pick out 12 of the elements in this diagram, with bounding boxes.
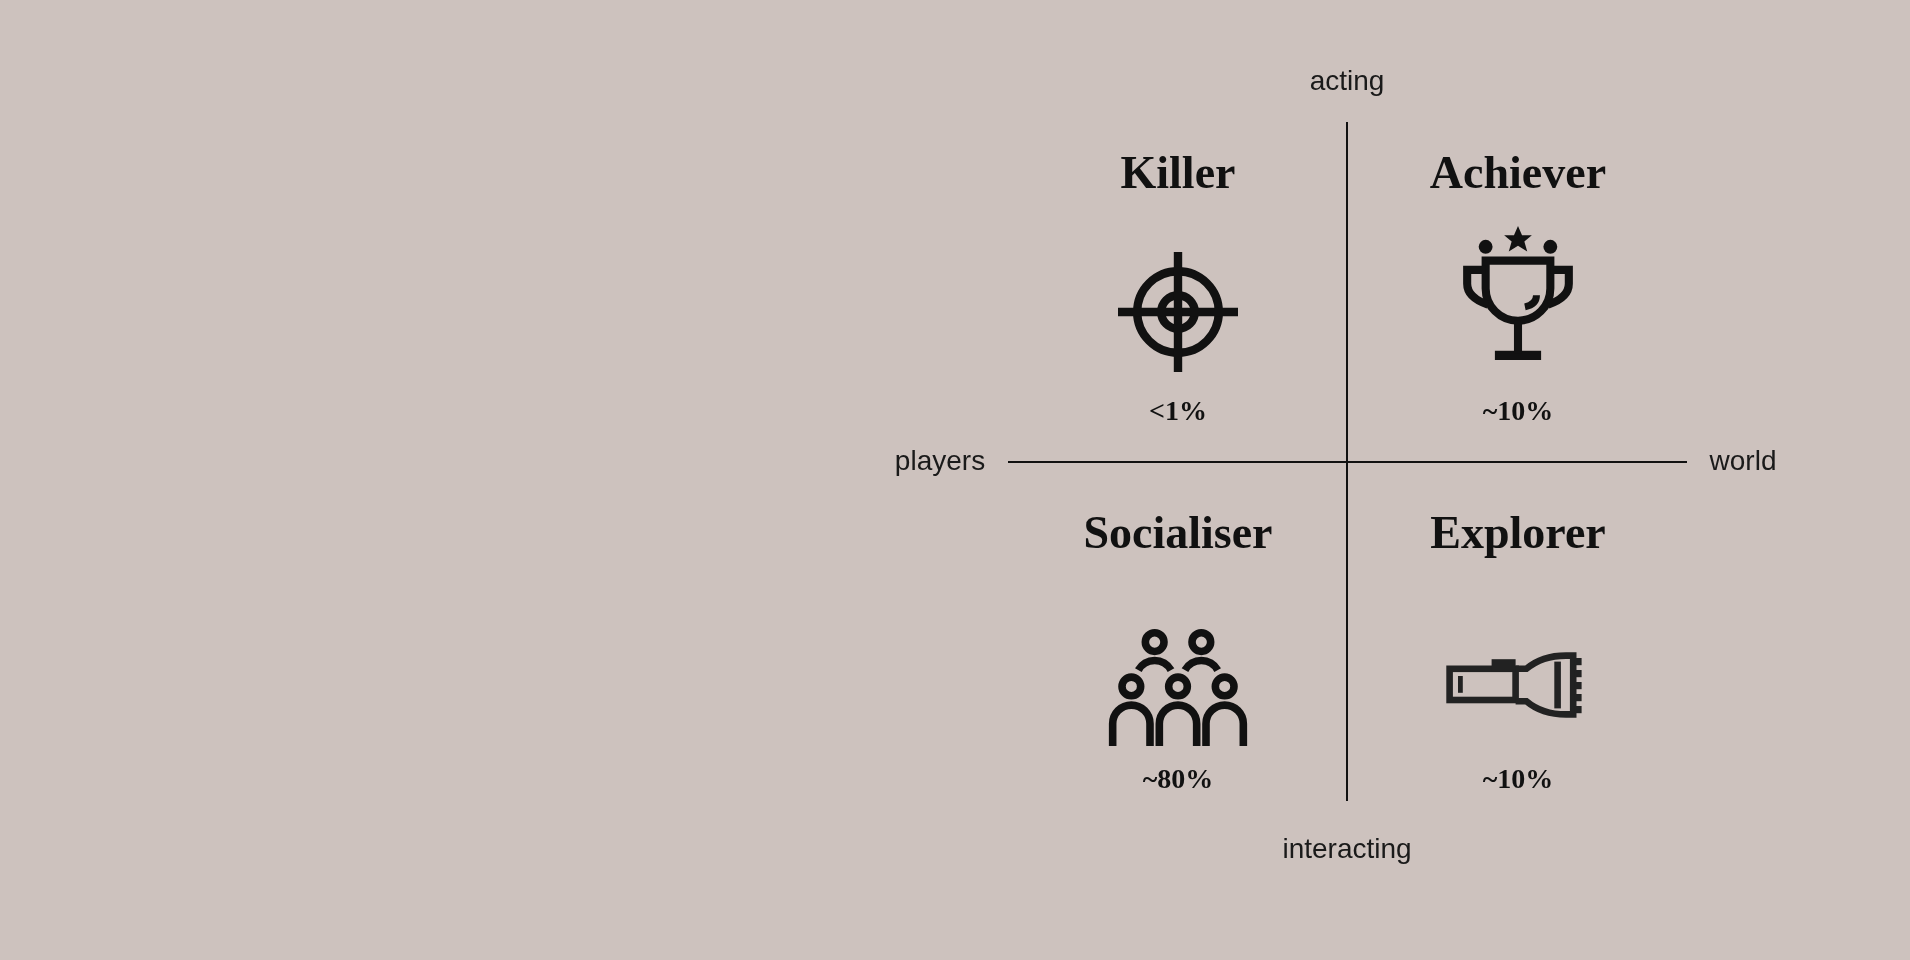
percentage-label: ~10% [1482, 764, 1554, 795]
player-type-title: Explorer [1430, 508, 1606, 559]
axis-label: acting [1309, 65, 1385, 97]
axis-label: players [894, 445, 986, 477]
axis-label: interacting [1282, 833, 1412, 865]
player-type-title: Killer [1120, 148, 1236, 199]
player-type-title: Achiever [1429, 148, 1607, 199]
percentage-label: <1% [1149, 396, 1207, 427]
percentage-label: ~10% [1482, 396, 1554, 427]
axis-label: world [1709, 445, 1777, 477]
player-type-title: Socialiser [1083, 508, 1273, 559]
percentage-label: ~80% [1142, 764, 1214, 795]
